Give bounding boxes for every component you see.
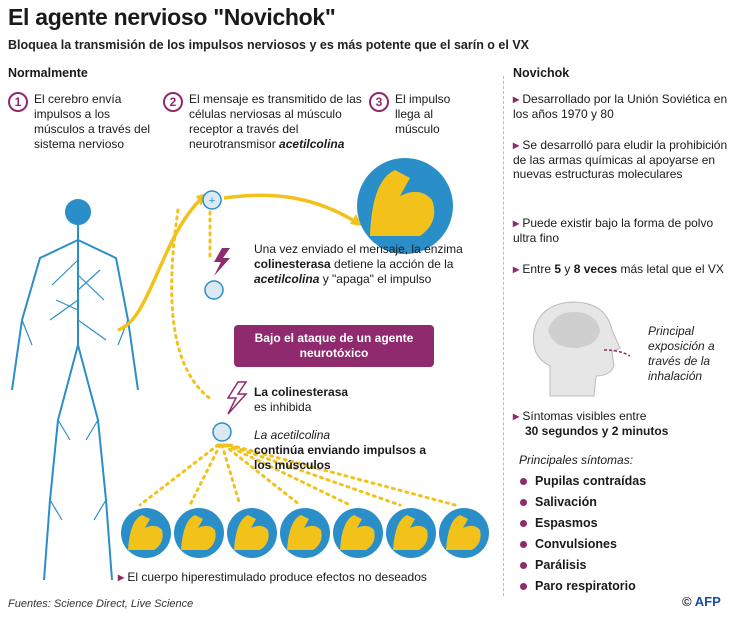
enzyme-explanation: Una vez enviado el mensaje, la enzima co… (254, 242, 463, 286)
acetylcholine-icon-2 (212, 422, 232, 442)
symptom-item: Pupilas contraídas (520, 474, 646, 488)
symptom-item: Convulsiones (520, 537, 617, 551)
exposure-note: Principal exposición a través de la inha… (648, 324, 715, 383)
step-1-number: 1 (8, 92, 28, 112)
muscle-row-icons (121, 508, 489, 558)
overstim-text: ▸ El cuerpo hiperestimulado produce efec… (118, 570, 427, 584)
step-3-number: 3 (369, 92, 389, 112)
head-illustration (532, 301, 631, 397)
step-2-number: 2 (163, 92, 183, 112)
symptom-item: Espasmos (520, 516, 598, 530)
novichok-item-1: ▸ Desarrollado por la Unión Soviética en… (513, 92, 728, 121)
inhibited-enzyme-icon (226, 381, 248, 415)
attack-label-box: Bajo el ataque de un agente neurotóxico (234, 325, 434, 367)
step-1-text: El cerebro envía impulsos a los músculos… (34, 92, 151, 151)
sources-footer: Fuentes: Science Direct, Live Science (8, 598, 194, 610)
muscle-large-icon (357, 158, 453, 254)
novichok-item-2: ▸ Se desarrolló para eludir la prohibici… (513, 138, 728, 181)
step-3-text: El impulso llega al músculo (395, 92, 451, 136)
acetylcholine-icon (202, 190, 222, 210)
novichok-item-3: ▸ Puede existir bajo la forma de polvo u… (513, 216, 714, 245)
column-divider (503, 76, 504, 596)
page-subtitle: Bloquea la transmisión de los impulsos n… (8, 38, 529, 52)
section-heading-novichok: Novichok (513, 66, 570, 80)
svg-text:+: + (209, 195, 215, 207)
afp-credit: © AFP (682, 594, 721, 609)
section-heading-normal: Normalmente (8, 66, 88, 80)
symptom-item: Parálisis (520, 558, 586, 572)
symptom-item: Salivación (520, 495, 597, 509)
enzyme-bolt-icon (214, 248, 230, 276)
page-title: El agente nervioso "Novichok" (8, 4, 336, 30)
symptom-item: Paro respiratorio (520, 579, 636, 593)
novichok-lethal: ▸ Entre 5 y 8 veces más letal que el VX (513, 262, 724, 276)
step-2-text: El mensaje es transmitido de las células… (189, 92, 362, 151)
broken-acetylcholine-icon (204, 280, 224, 300)
diagram-illustration: + (11, 158, 489, 581)
symptoms-heading: Principales síntomas: (519, 453, 634, 467)
nervous-system-figure (11, 199, 139, 581)
